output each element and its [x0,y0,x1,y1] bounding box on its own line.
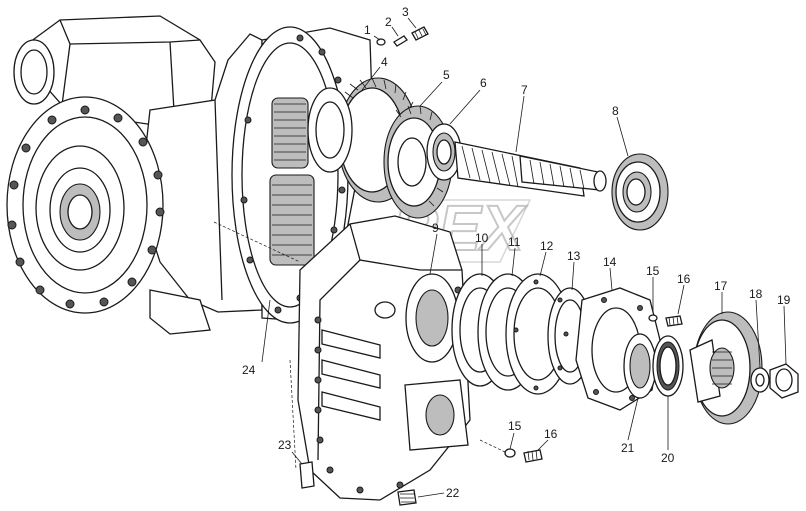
bolt-parts-lower [299,448,543,506]
callout-2: 2 [385,15,399,37]
cover-bolts [314,286,466,494]
callout-label: 16 [677,272,691,286]
callout-4: 4 [361,55,388,91]
callout-label: 24 [242,363,256,377]
callout-17: 17 [714,279,728,314]
callout-13: 13 [567,249,581,291]
nut-part-19 [769,363,799,399]
callout-label: 1 [364,23,371,37]
callout-6: 6 [449,76,487,125]
callout-9: 9 [429,221,439,275]
callout-label: 6 [480,76,487,90]
callout-label: 5 [443,68,450,82]
callout-label: 11 [508,235,521,249]
callout-1: 1 [364,23,381,41]
callout-label: 17 [714,279,728,293]
callout-label: 23 [278,438,292,452]
callout-label: 9 [432,221,439,235]
shaft-part-7 [454,141,607,197]
callout-label: 13 [567,249,581,263]
cover-housing-part-9 [297,215,471,501]
callout-label: 22 [446,486,460,500]
callout-3: 3 [402,5,417,29]
callout-23: 23 [278,438,303,465]
callout-label: 10 [475,231,489,245]
callout-14: 14 [603,255,617,291]
gasket-rings [451,273,593,395]
callout-8: 8 [612,104,629,157]
callout-11: 11 [508,235,521,277]
callout-label: 20 [661,451,675,465]
callout-12: 12 [539,239,554,277]
callout-label: 21 [621,441,635,455]
bolt-parts-upper [648,314,683,327]
callout-15-bottom: 15 [508,419,522,450]
callout-label: 4 [381,55,388,69]
output-flange-part-17 [689,311,763,425]
callout-label: 7 [521,83,528,97]
callout-5: 5 [419,68,450,107]
callout-label: 15 [508,419,522,433]
gearbox-housing [6,15,263,335]
callout-label: 15 [646,264,660,278]
callout-label: 3 [402,5,409,19]
callout-15-top: 15 [646,264,660,312]
callout-label: 14 [603,255,617,269]
callouts: 1 2 3 4 5 6 7 8 9 10 11 12 13 14 15 16 1… [242,5,791,500]
small-parts-top [376,26,429,47]
callout-label: 16 [544,427,558,441]
callout-18: 18 [749,287,763,369]
ring-holes [513,279,569,391]
callout-16-top: 16 [677,272,691,315]
seal-part-21 [623,333,657,399]
oring-part-20 [652,335,684,397]
callout-22: 22 [417,486,460,500]
washer-part-18 [750,367,770,393]
callout-label: 8 [612,104,619,118]
bearing-part-8 [611,153,669,231]
callout-label: 18 [749,287,763,301]
callout-label: 12 [540,239,554,253]
callout-label: 2 [385,15,392,29]
callout-21: 21 [621,397,639,455]
callout-label: 19 [777,293,791,307]
assembly-lines [213,221,506,471]
callout-24: 24 [242,299,271,377]
callout-16-bottom: 16 [537,427,558,451]
callout-19: 19 [777,293,791,365]
callout-20: 20 [661,396,675,465]
callout-10: 10 [475,231,489,276]
callout-7: 7 [515,83,528,153]
flange-bolts [7,105,165,309]
